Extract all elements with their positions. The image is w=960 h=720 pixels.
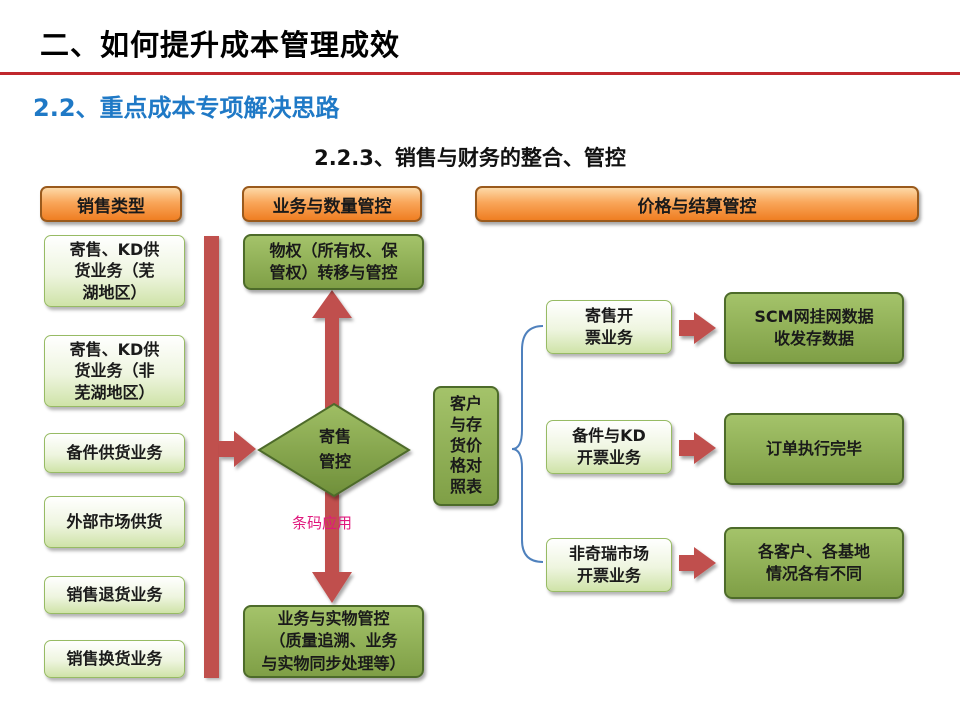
sales-type-item: 备件供货业务 — [44, 433, 185, 473]
invoicing-type-item: 非奇瑞市场 开票业务 — [546, 538, 672, 592]
arrow-right-icon — [679, 432, 716, 464]
header-price-settlement: 价格与结算管控 — [475, 186, 919, 222]
sales-type-item: 外部市场供货 — [44, 496, 185, 548]
arrow-right-icon — [219, 431, 256, 467]
sales-type-item: 销售退货业务 — [44, 576, 185, 614]
consignment-control-label: 寄售 管控 — [318, 427, 351, 471]
invoicing-type-item: 备件与KD 开票业务 — [546, 420, 672, 474]
ownership-transfer-box: 物权（所有权、保 管权）转移与管控 — [243, 234, 424, 290]
business-physical-control-box: 业务与实物管控 （质量追溯、业务 与实物同步处理等） — [243, 605, 424, 678]
settlement-result-box: 各客户、各基地 情况各有不同 — [724, 527, 904, 599]
settlement-result-box: 订单执行完毕 — [724, 413, 904, 485]
sales-type-item: 销售换货业务 — [44, 640, 185, 678]
barcode-application-label: 条码应用 — [292, 514, 353, 532]
control-diamond-icon — [257, 402, 411, 498]
section-title: 2.2、重点成本专项解决思路 — [33, 94, 340, 122]
arrow-right-icon — [679, 547, 716, 579]
arrow-up-icon — [312, 290, 352, 408]
page-title: 二、如何提升成本管理成效 — [40, 28, 401, 62]
title-divider — [0, 72, 960, 75]
sales-type-item: 寄售、KD供 货业务（非 芜湖地区） — [44, 335, 185, 407]
customer-price-table-box: 客户 与存 货价 格对 照表 — [433, 386, 499, 506]
arrow-right-icon — [679, 312, 716, 344]
header-sales-type: 销售类型 — [40, 186, 182, 222]
sales-type-item: 寄售、KD供 货业务（芜 湖地区） — [44, 235, 185, 307]
brace-icon — [511, 325, 544, 563]
invoicing-type-item: 寄售开 票业务 — [546, 300, 672, 354]
header-business-quantity: 业务与数量管控 — [242, 186, 422, 222]
settlement-result-box: SCM网挂网数据 收发存数据 — [724, 292, 904, 364]
arrow-down-icon — [312, 492, 352, 603]
diagram-subtitle: 2.2.3、销售与财务的整合、管控 — [314, 146, 626, 170]
collector-bar — [204, 236, 219, 678]
